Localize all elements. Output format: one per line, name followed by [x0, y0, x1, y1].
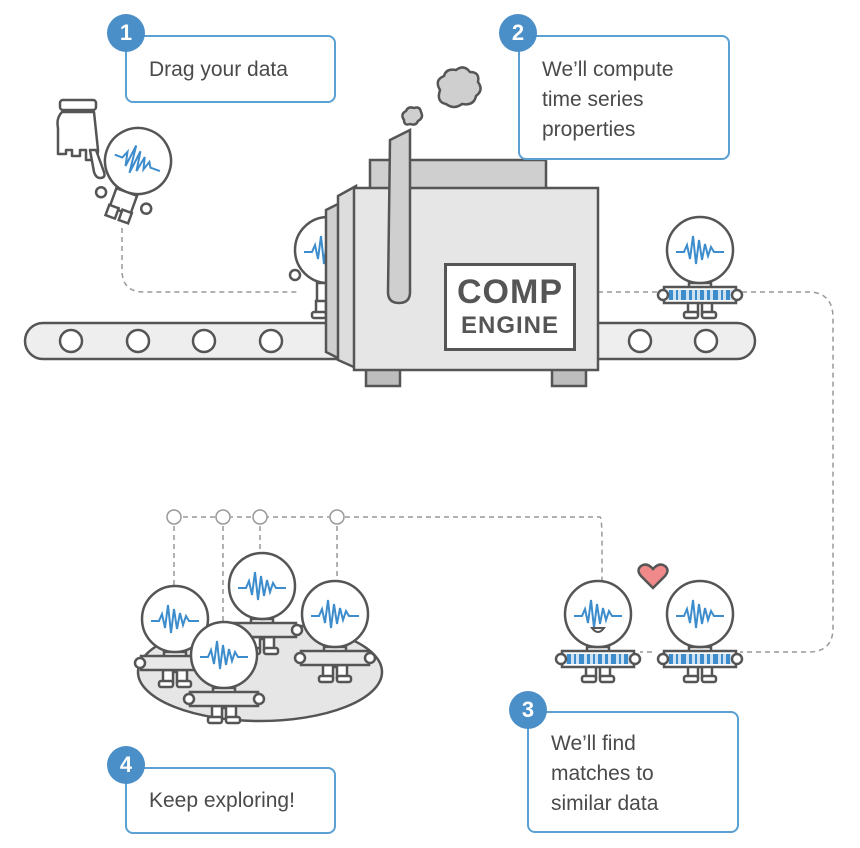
engine-label: COMP ENGINE	[444, 263, 576, 351]
connector-nodes	[166, 509, 345, 525]
step-4-text: Keep exploring!	[149, 789, 295, 812]
step-4-box: Keep exploring!	[125, 767, 336, 834]
step-2-text: We’ll compute time series properties	[542, 58, 674, 141]
step-4-badge: 4	[107, 746, 145, 784]
robot-icon	[656, 579, 744, 684]
heart-icon	[637, 563, 669, 590]
robot-icon	[94, 117, 182, 225]
step-1-text: Drag your data	[149, 58, 288, 81]
smoke-cloud-icon	[401, 66, 482, 126]
robot-icon	[656, 215, 744, 320]
step-1-badge: 1	[107, 14, 145, 52]
step-3-badge: 3	[509, 691, 547, 729]
engine-label-line1: COMP	[457, 273, 563, 311]
step-1-box: Drag your data	[125, 35, 336, 103]
pointing-hand-icon	[56, 98, 106, 180]
robot-icon	[554, 579, 642, 684]
step-3-text: We’ll find matches to similar data	[551, 732, 659, 815]
step-3-box: We’ll find matches to similar data	[527, 711, 739, 833]
robot-icon	[288, 215, 363, 320]
engine-label-line2: ENGINE	[460, 312, 559, 339]
flow-connector	[121, 228, 834, 653]
step-2-badge: 2	[499, 14, 537, 52]
step-2-box: We’ll compute time series properties	[518, 35, 730, 160]
